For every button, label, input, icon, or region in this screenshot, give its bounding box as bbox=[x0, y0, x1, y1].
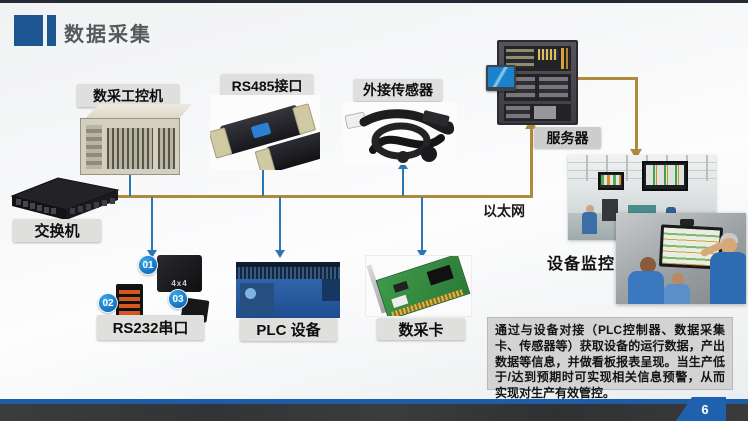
server-monitor-icon bbox=[486, 65, 516, 91]
rs485-connector-end bbox=[254, 147, 276, 170]
plc-top-edge bbox=[236, 262, 340, 268]
person-head bbox=[672, 273, 684, 285]
arrow-down-daq-card-icon bbox=[417, 250, 427, 258]
industrial-pc-image bbox=[80, 104, 192, 175]
industrial-pc-drive-bays bbox=[86, 125, 102, 169]
plc-panel bbox=[240, 283, 274, 314]
device-monitoring-label: 设备监控 bbox=[547, 256, 616, 273]
step-badge-02: 02 bbox=[98, 293, 118, 313]
monitor-screen bbox=[488, 67, 514, 87]
arrow-down-rs232-icon bbox=[147, 250, 157, 258]
person-body bbox=[664, 284, 690, 304]
operators-at-screen-photo bbox=[616, 213, 746, 304]
rs485-blue-label bbox=[250, 122, 272, 139]
daq-card-label: 数采卡 bbox=[377, 318, 465, 340]
connector-to-rs485 bbox=[262, 168, 264, 196]
factory-machine-dark bbox=[602, 199, 618, 221]
arrow-down-plc-icon bbox=[275, 250, 285, 258]
page-title: 数据采集 bbox=[64, 24, 152, 46]
plc-side-module bbox=[322, 279, 340, 301]
connector-to-industrial-pc bbox=[129, 168, 131, 196]
network-switch-icon bbox=[10, 177, 120, 220]
sensors-image bbox=[343, 102, 457, 165]
plc-terminal-strip bbox=[236, 267, 340, 279]
step-badge-01: 01 bbox=[138, 255, 158, 275]
connector-to-rs232 bbox=[151, 197, 153, 251]
rs485-image bbox=[210, 95, 320, 170]
server-label: 服务器 bbox=[534, 127, 601, 148]
dashboard-content bbox=[646, 165, 684, 185]
plc-logo-icon bbox=[245, 288, 256, 299]
connector-to-plc bbox=[279, 197, 281, 251]
server-to-monitoring-line-v bbox=[635, 77, 638, 150]
person-head bbox=[721, 238, 737, 253]
serial-terminal-board-image bbox=[116, 284, 143, 318]
top-accent-strip bbox=[0, 0, 748, 3]
footer-accent-line bbox=[0, 399, 748, 404]
sensors-label: 外接传感器 bbox=[354, 79, 442, 101]
arrow-up-sensors-icon bbox=[398, 161, 408, 169]
factory-screen-large bbox=[642, 161, 688, 191]
rs485-connector-end bbox=[292, 103, 317, 135]
daq-card-chip bbox=[426, 264, 454, 286]
plc-label: PLC 设备 bbox=[240, 318, 337, 341]
daq-card-image bbox=[365, 255, 472, 317]
switch-image bbox=[2, 174, 122, 222]
server-cable bbox=[561, 48, 564, 69]
title-accent-bar-icon bbox=[47, 15, 56, 46]
sensor-cables-icon bbox=[344, 109, 455, 163]
industrial-pc-vent-grille bbox=[107, 128, 153, 169]
server-panel bbox=[534, 106, 556, 119]
step-badge-03: 03 bbox=[168, 289, 188, 309]
ethernet-to-server-line bbox=[530, 127, 533, 196]
screen-camera bbox=[680, 219, 694, 226]
industrial-pc-front-face bbox=[80, 118, 180, 175]
server-to-monitoring-line-h bbox=[578, 77, 638, 80]
person-body bbox=[628, 271, 664, 304]
serial-hub-image: 4x4 bbox=[157, 255, 202, 292]
server-cable bbox=[566, 48, 568, 69]
rs485-label: RS485接口 bbox=[221, 74, 313, 97]
footer-bar bbox=[0, 404, 748, 421]
daq-card-pcb bbox=[375, 256, 471, 316]
connector-to-daq-card bbox=[421, 197, 423, 251]
worker-body bbox=[582, 212, 597, 234]
rs485-connector-end bbox=[210, 127, 233, 159]
person-body bbox=[710, 252, 746, 304]
server-status-lights bbox=[538, 49, 558, 60]
daq-card-chip bbox=[392, 280, 409, 293]
terminal-contacts bbox=[119, 287, 140, 315]
plc-image bbox=[236, 262, 340, 318]
person-head bbox=[640, 257, 656, 273]
switch-label: 交换机 bbox=[13, 219, 101, 242]
factory-screen-small bbox=[598, 172, 624, 190]
industrial-pc-vent-grille-right bbox=[158, 128, 175, 169]
ethernet-bus-line bbox=[55, 195, 533, 198]
industrial-pc-top-face bbox=[85, 104, 192, 118]
worker-head bbox=[586, 205, 594, 213]
daq-card-sticker bbox=[391, 294, 409, 308]
server-slot-column bbox=[539, 77, 568, 98]
server-led-bars bbox=[506, 49, 534, 68]
server-bottom-section bbox=[504, 104, 571, 121]
rs232-label: RS232串口 bbox=[97, 315, 204, 340]
description-text-box: 通过与设备对接（PLC控制器、数据采集卡、传感器等）获取设备的运行数据，产出数据… bbox=[487, 317, 733, 400]
server-slot-column bbox=[506, 106, 530, 119]
ethernet-label: 以太网 bbox=[483, 203, 525, 219]
connector-to-sensors bbox=[402, 168, 404, 196]
arrow-down-to-monitoring-icon bbox=[630, 149, 642, 159]
industrial-pc-label: 数采工控机 bbox=[77, 84, 179, 107]
dashboard-content bbox=[601, 175, 621, 185]
title-accent-square-icon bbox=[14, 15, 43, 46]
